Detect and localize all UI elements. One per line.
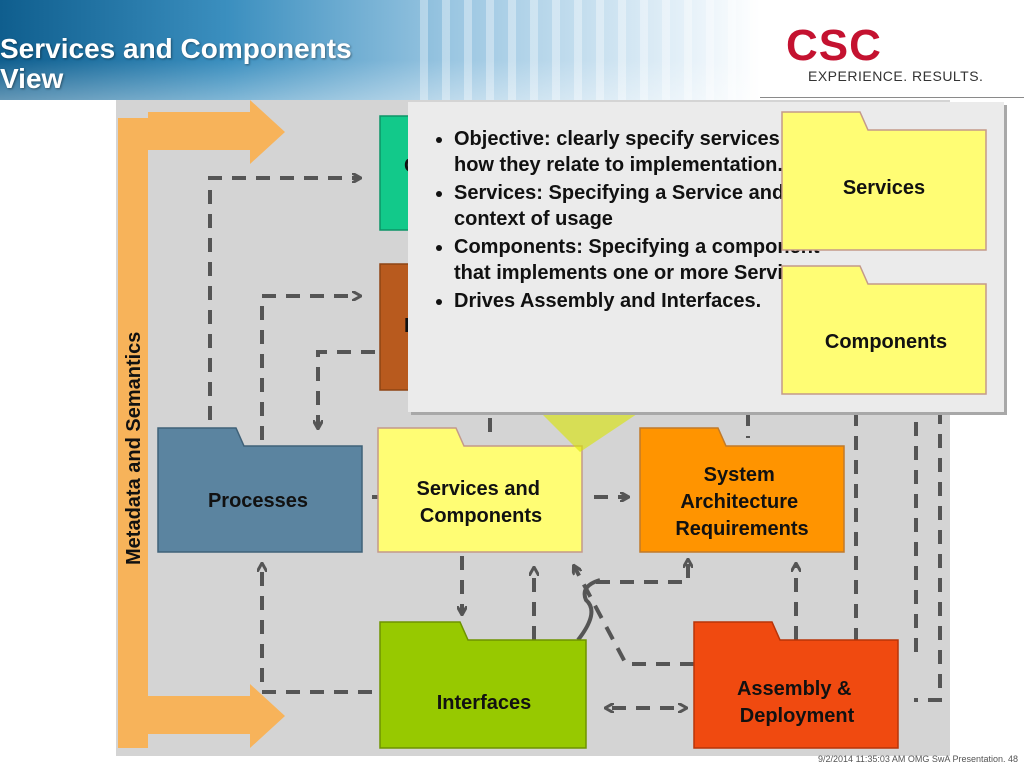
callout-bullet-list: Objective: clearly specify services and … [422, 126, 824, 316]
sar-label-line1: System [704, 464, 775, 486]
folder-system-architecture: System Architecture Requirements [639, 427, 845, 553]
arrow-brown-to-processes [318, 350, 375, 428]
arrow-processes-to-brown [260, 296, 360, 440]
callout-bullet-2: Services: Specifying a Service and the c… [454, 180, 824, 232]
slide-title: Services and Components View [0, 33, 352, 94]
svg-text:System Architecture: System Architecture Requirements [675, 464, 808, 540]
connectors [208, 178, 942, 708]
folder-services-and-components: Services and Components [377, 427, 583, 553]
folder-interfaces: Interfaces [379, 621, 587, 749]
svg-text:Services and Components: Services and Components [417, 478, 546, 527]
slide-footer: 9/2/2014 11:35:03 AM OMG SwA Presentatio… [818, 754, 1018, 764]
header-photo-band [0, 0, 760, 100]
sar-label-line2: Architecture [680, 491, 798, 513]
folder-assembly: Assembly & Deployment [693, 621, 899, 749]
csc-logo: CSC [786, 21, 882, 70]
processes-label: Processes [208, 490, 308, 512]
logo-tagline: EXPERIENCE. RESULTS. [808, 68, 984, 84]
callout-bullet-3: Components: Specifying a component that … [454, 234, 824, 286]
sc-label-line1: Services and [417, 478, 540, 500]
callout-box: Objective: clearly specify services and … [408, 102, 1004, 412]
sc-label-line2: Components [420, 505, 542, 527]
line-components-right [914, 410, 942, 702]
folder-processes: Processes [157, 427, 363, 553]
callout-pointer [540, 412, 640, 452]
metadata-bar: Metadata and Semantics [118, 100, 285, 748]
crossover-arc [576, 578, 601, 642]
svg-text:Assembly & Deployment: Assembly & Deployment [737, 678, 857, 727]
header-photo-windows [420, 0, 760, 100]
arrow-processes-to-green [208, 178, 360, 420]
sar-label-line3: Requirements [675, 518, 808, 540]
callout-bullet-1: Objective: clearly specify services and … [454, 126, 824, 178]
arrow-interfaces-to-processes [262, 564, 372, 694]
assembly-label-line1: Assembly & [737, 678, 852, 700]
interfaces-label: Interfaces [437, 692, 532, 714]
metadata-label: Metadata and Semantics [123, 332, 145, 565]
assembly-label-line2: Deployment [740, 705, 855, 727]
brown-partial-label: I [404, 315, 410, 337]
header-photo-floor [0, 60, 760, 100]
callout-bullet-4: Drives Assembly and Interfaces. [454, 288, 824, 314]
header-rule [760, 97, 1024, 98]
arrow-to-sar [596, 560, 688, 584]
